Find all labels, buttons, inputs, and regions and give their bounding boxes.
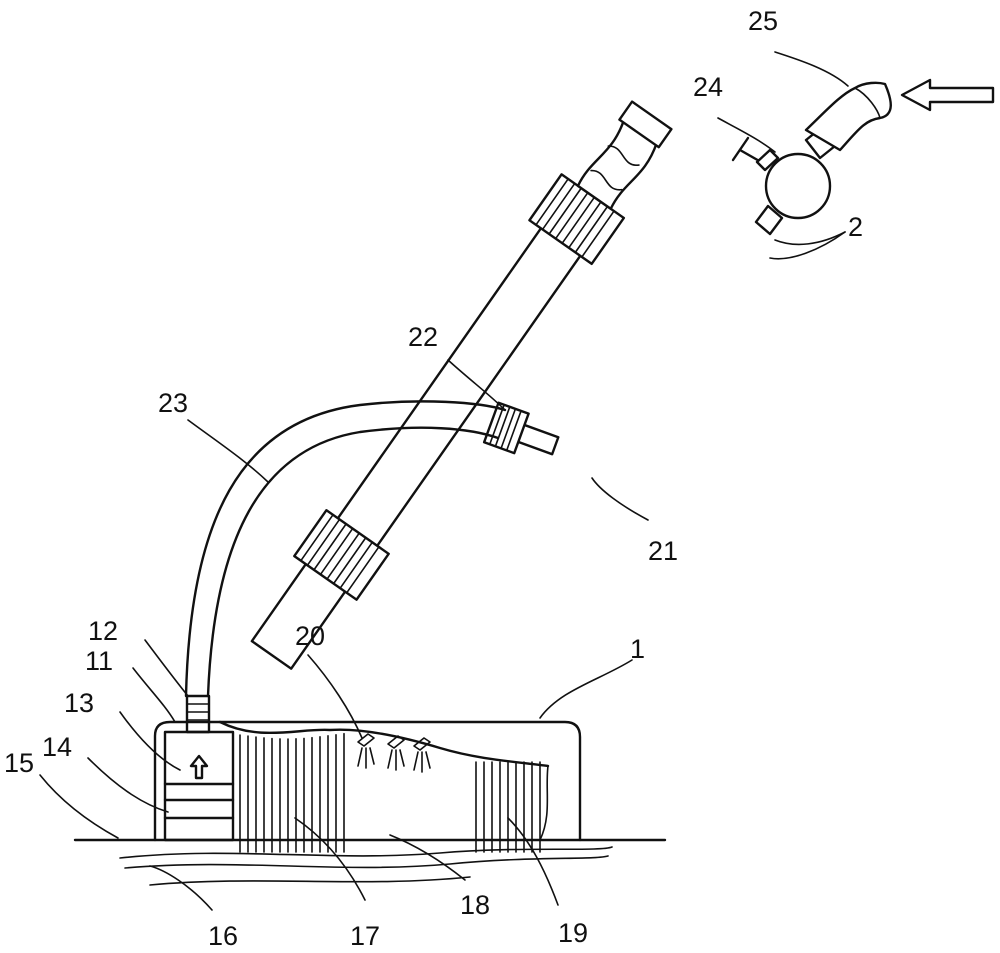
leader-21	[591, 477, 649, 521]
leader-23	[187, 419, 269, 483]
flex-hose-wave	[590, 169, 623, 191]
spray-nozzles	[357, 733, 431, 773]
label-23: 23	[158, 388, 188, 418]
leader-16	[149, 865, 213, 911]
label-13: 13	[64, 688, 94, 718]
collar-hatch	[319, 527, 354, 576]
nut-hatch-1	[488, 403, 505, 446]
suction-chamber	[163, 730, 235, 842]
leader-11	[132, 667, 176, 723]
label-25: 25	[748, 6, 778, 36]
leader-1	[539, 659, 633, 719]
housing-outline	[153, 720, 582, 842]
base-housing	[153, 694, 582, 853]
spray-3	[413, 751, 431, 773]
hose-coupling	[618, 100, 673, 149]
tines-left	[239, 732, 345, 853]
leader-20	[307, 654, 363, 739]
leader-2b	[769, 231, 846, 260]
cutaway-edge-side	[539, 765, 549, 841]
label-20: 20	[295, 621, 325, 651]
flex-hose-wave-2	[607, 145, 640, 166]
label-17: 17	[350, 921, 380, 951]
valve-handle-bar	[731, 136, 750, 162]
collar-hatch	[306, 518, 341, 567]
leader-22	[447, 359, 506, 411]
leader-14	[87, 757, 169, 813]
collar-hatch	[332, 536, 367, 585]
leader-18	[389, 834, 466, 881]
leader-25	[774, 51, 849, 87]
leader-17	[294, 817, 366, 901]
collar-hatch	[554, 191, 589, 240]
up-arrow-icon	[189, 754, 209, 780]
side-port-nut	[482, 401, 530, 455]
collar-hatch	[339, 541, 374, 590]
soil-layer-line-3	[149, 876, 471, 886]
collar-hatch	[313, 523, 347, 571]
collar-hatch	[326, 532, 360, 580]
main-tube	[250, 100, 673, 670]
valve-body	[764, 152, 832, 220]
leader-lines	[39, 51, 849, 911]
collar-hatch	[548, 187, 583, 235]
return-hose	[184, 400, 507, 698]
soil-layer-line-2	[124, 855, 609, 869]
lower-collar-ring	[293, 509, 390, 601]
collar-hatch	[567, 201, 602, 249]
collar-hatch	[535, 178, 569, 226]
label-22: 22	[408, 322, 438, 352]
return-hose-inner	[206, 426, 500, 698]
collar-hatch	[541, 182, 576, 231]
ground	[73, 838, 667, 886]
label-15: 15	[4, 748, 34, 778]
left-arrow-icon	[900, 78, 995, 112]
inlet-hose-edge	[854, 87, 881, 119]
label-19: 19	[558, 918, 588, 948]
label-21: 21	[648, 536, 678, 566]
label-24: 24	[693, 72, 723, 102]
label-2: 2	[848, 212, 863, 242]
spray-1	[357, 747, 375, 769]
nozzle-3	[413, 737, 431, 751]
soil-layer-line	[119, 846, 613, 859]
nozzle-1	[357, 733, 375, 747]
valve-lower-joint	[754, 204, 784, 236]
reference-labels: 1 2 11 12 13 14 15 16 17 18 19 20 21 22 …	[4, 6, 863, 951]
label-16: 16	[208, 921, 238, 951]
label-18: 18	[460, 890, 490, 920]
inlet-hose	[804, 81, 892, 152]
spray-2	[387, 749, 405, 771]
leader-24	[717, 117, 776, 153]
collar-hatch	[581, 210, 615, 258]
nut-hatch-4	[505, 410, 522, 452]
collar-hatch	[300, 514, 334, 562]
valve-stem-block	[755, 148, 780, 172]
tines-right	[475, 761, 541, 853]
collar-hatch	[345, 546, 380, 594]
nut-hatch-2	[494, 406, 511, 448]
label-11: 11	[85, 646, 113, 676]
outlet-port	[185, 694, 211, 734]
leader-13	[119, 711, 181, 771]
nut-hatch-3	[500, 408, 517, 450]
nozzle-2	[387, 735, 405, 749]
label-14: 14	[42, 732, 72, 762]
label-1: 1	[630, 634, 645, 664]
side-port	[482, 401, 560, 456]
leader-15	[39, 774, 119, 839]
leader-2a	[774, 231, 846, 246]
leader-19	[507, 817, 559, 906]
collar-hatch	[561, 196, 596, 244]
label-12: 12	[88, 616, 118, 646]
cutaway-edge	[218, 720, 550, 768]
return-hose-outer	[184, 400, 507, 698]
leader-12	[144, 639, 189, 697]
lower-collar	[293, 509, 390, 601]
collar-hatch	[574, 205, 609, 254]
